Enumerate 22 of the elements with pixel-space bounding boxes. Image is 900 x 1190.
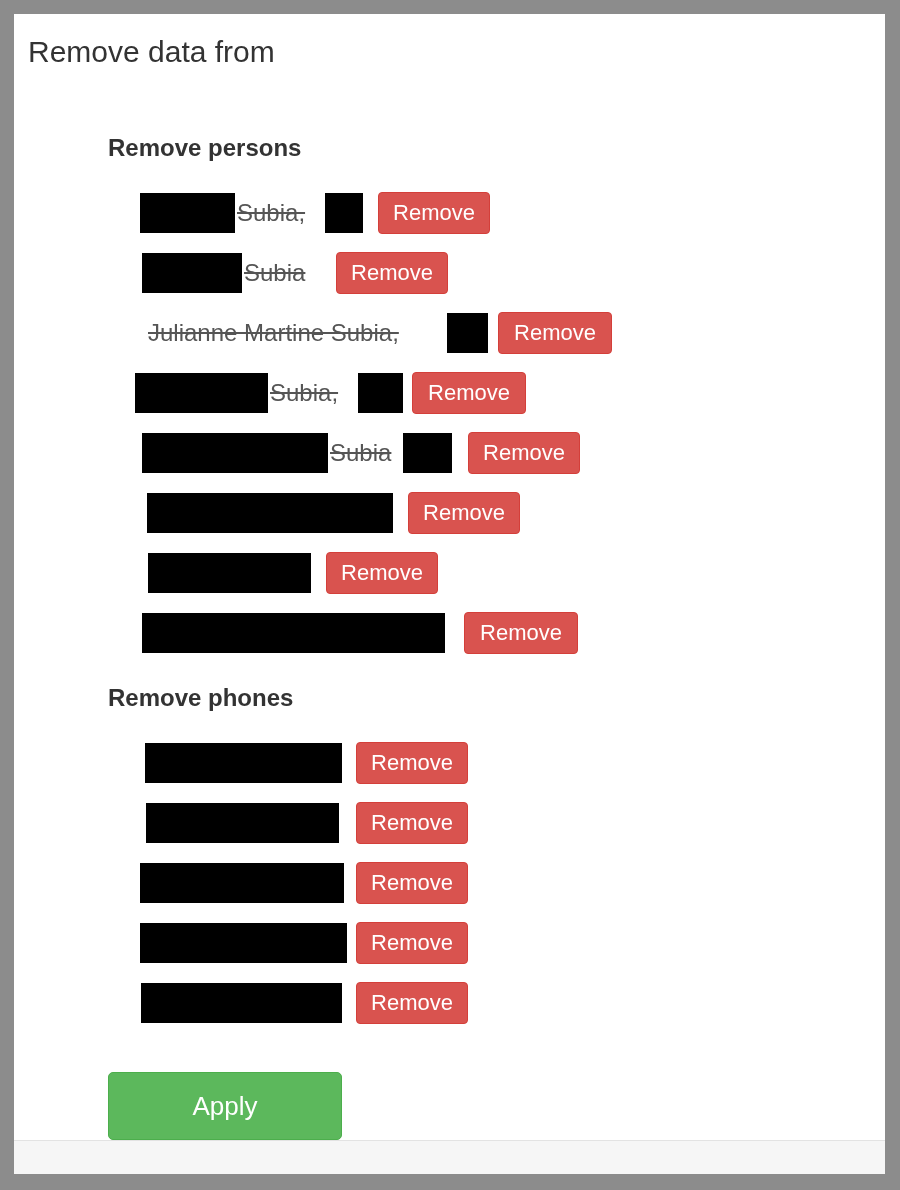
remove-button: Remove <box>498 312 612 354</box>
remove-button: Remove <box>326 552 438 594</box>
apply-button: Apply <box>108 1072 342 1140</box>
section-heading: Remove persons <box>108 136 302 160</box>
remove-button: Remove <box>468 432 580 474</box>
struck-name: Julianne Martine Subia, <box>148 321 399 345</box>
remove-button: Remove <box>378 192 490 234</box>
remove-button: Remove <box>356 862 468 904</box>
remove-button: Remove <box>408 492 520 534</box>
remove-button: Remove <box>356 742 468 784</box>
remove-button: Remove <box>356 982 468 1024</box>
struck-name: Subia, <box>270 381 339 405</box>
remove-button: Remove <box>412 372 526 414</box>
struck-name: Subia, <box>237 201 306 225</box>
remove-button: Remove <box>464 612 578 654</box>
remove-button: Remove <box>356 802 468 844</box>
section-heading: Remove phones <box>108 686 294 710</box>
remove-button: Remove <box>356 922 468 964</box>
page-heading: Remove data from <box>28 37 275 67</box>
struck-name: Subia <box>330 441 392 465</box>
struck-name: Subia <box>244 261 306 285</box>
remove-button: Remove <box>336 252 448 294</box>
